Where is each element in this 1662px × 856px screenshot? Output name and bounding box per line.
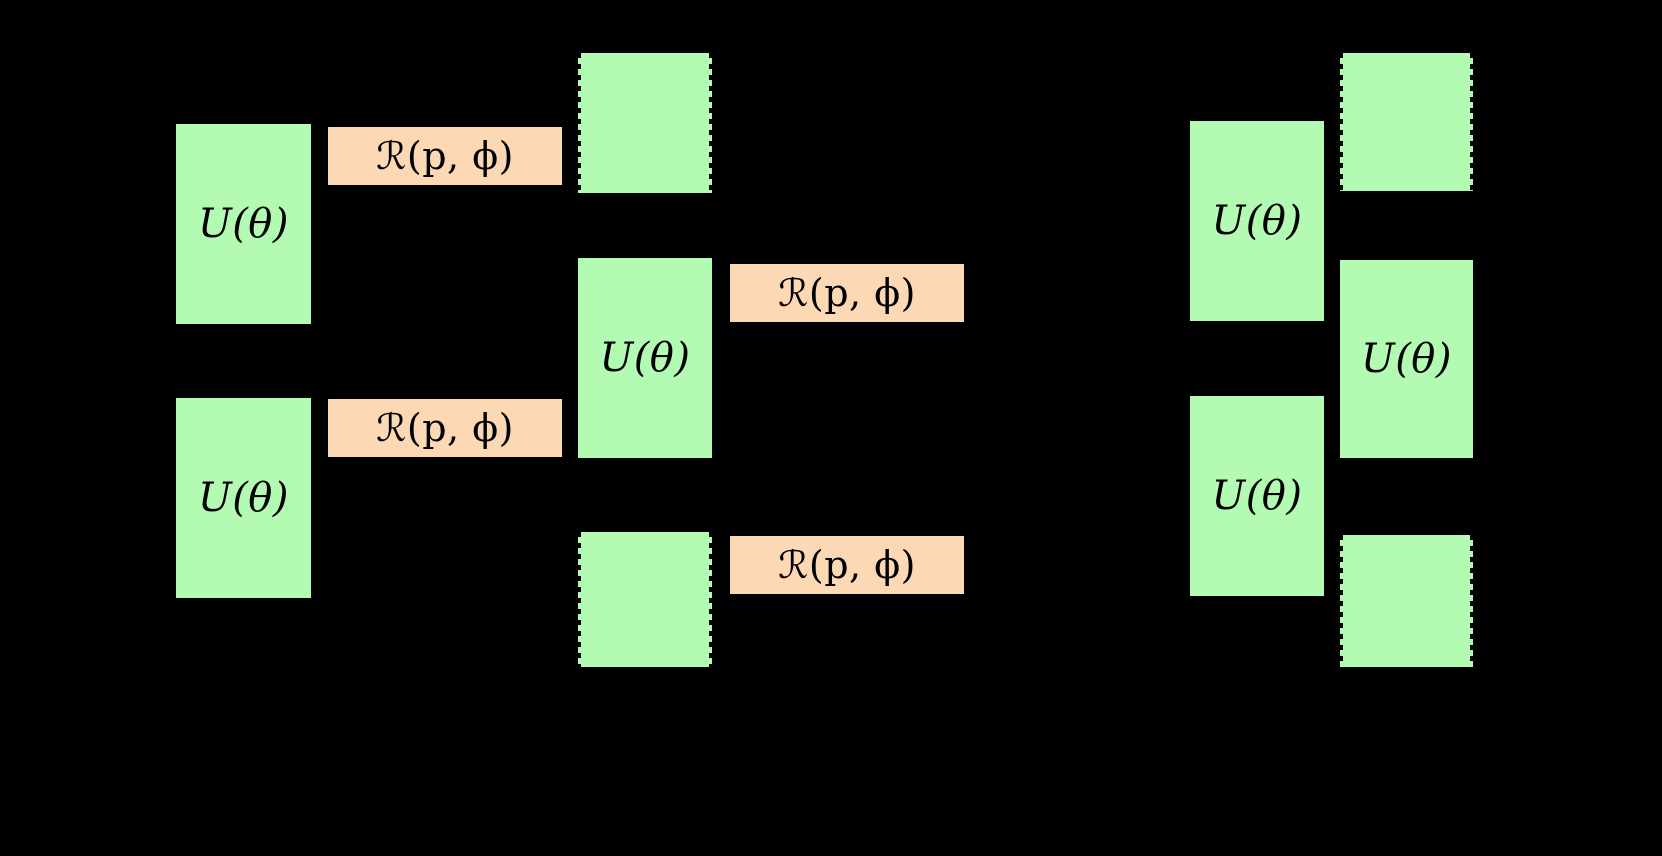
rotation-gate[interactable]: ℛ(p, ϕ) (328, 127, 562, 185)
unitary-gate[interactable]: U(θ) (176, 124, 311, 324)
dashed-edge-left (578, 53, 581, 193)
unitary-gate-label: U(θ) (1360, 336, 1452, 382)
rotation-gate-label: ℛ(p, ϕ) (376, 406, 514, 450)
dashed-edge-right (1470, 535, 1473, 667)
rotation-gate-label: ℛ(p, ϕ) (778, 271, 916, 315)
rotation-gate-label: ℛ(p, ϕ) (778, 543, 916, 587)
unitary-gate-label: U(θ) (1211, 473, 1303, 519)
rotation-gate-label: ℛ(p, ϕ) (376, 134, 514, 178)
unitary-gate-label: U(θ) (599, 335, 691, 381)
unitary-gate-label: U(θ) (197, 475, 289, 521)
unitary-gate[interactable]: U(θ) (1190, 121, 1324, 321)
unitary-gate[interactable]: U(θ) (1340, 260, 1473, 458)
dashed-edge-left (578, 532, 581, 667)
rotation-gate[interactable]: ℛ(p, ϕ) (730, 536, 964, 594)
rotation-gate[interactable]: ℛ(p, ϕ) (328, 399, 562, 457)
dashed-edge-right (709, 53, 712, 193)
unitary-gate-label: U(θ) (197, 201, 289, 247)
unitary-gate-partial[interactable] (1340, 53, 1473, 191)
unitary-gate-partial[interactable] (578, 53, 712, 193)
rotation-gate[interactable]: ℛ(p, ϕ) (730, 264, 964, 322)
unitary-gate-partial[interactable] (1340, 535, 1473, 667)
unitary-gate-label: U(θ) (1211, 198, 1303, 244)
unitary-gate[interactable]: U(θ) (578, 258, 712, 458)
dashed-edge-left (1340, 535, 1343, 667)
unitary-gate-partial[interactable] (578, 532, 712, 667)
unitary-gate[interactable]: U(θ) (1190, 396, 1324, 596)
dashed-edge-right (1470, 53, 1473, 191)
dashed-edge-left (1340, 53, 1343, 191)
dashed-edge-right (709, 532, 712, 667)
unitary-gate[interactable]: U(θ) (176, 398, 311, 598)
